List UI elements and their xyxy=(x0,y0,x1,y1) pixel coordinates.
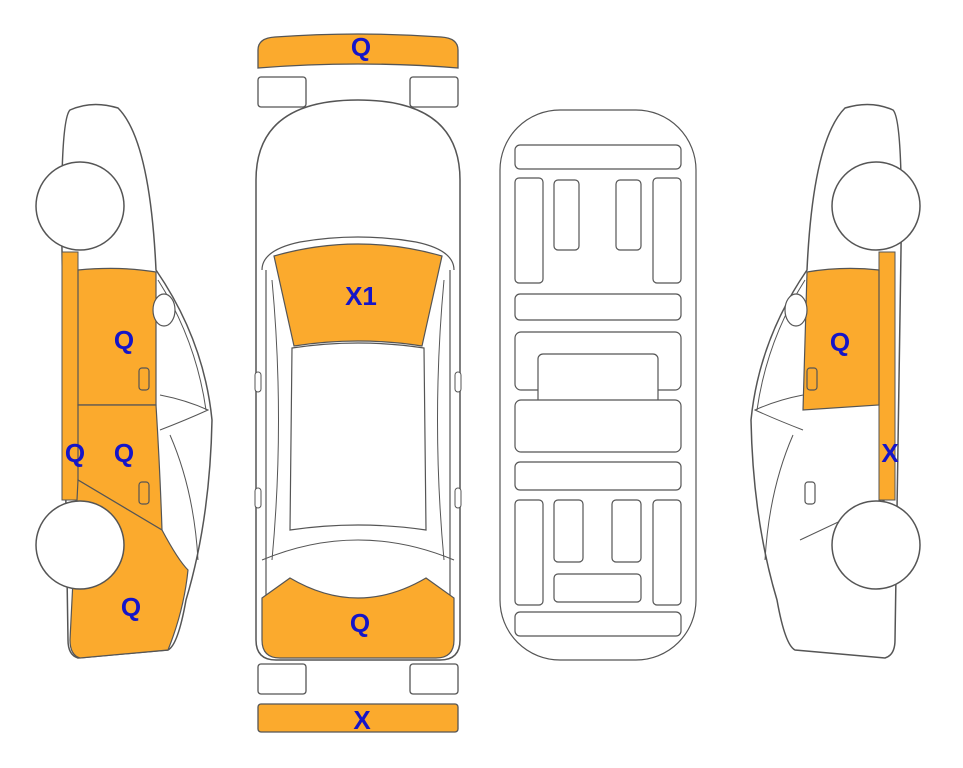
rear-window-code: Q xyxy=(350,608,370,638)
rear-window[interactable] xyxy=(261,577,455,659)
left-side-view xyxy=(35,103,213,659)
left-front-door-code: Q xyxy=(114,325,134,355)
windshield-code: X1 xyxy=(345,281,377,311)
front-view xyxy=(257,33,459,108)
rear-right-taillight[interactable] xyxy=(409,663,459,695)
left-rear-door-code: Q xyxy=(114,438,134,468)
damage-labels: Q X1 Q X Q Q Q Q Q X xyxy=(65,32,899,735)
windshield[interactable] xyxy=(273,243,443,347)
right-rear-wheel[interactable] xyxy=(831,500,921,590)
right-front-wheel[interactable] xyxy=(831,161,921,251)
left-front-door[interactable] xyxy=(77,267,157,406)
right-rocker-panel[interactable] xyxy=(878,251,896,501)
front-bumper[interactable] xyxy=(257,33,459,69)
right-rear-door-code: Q xyxy=(830,327,850,357)
rear-bumper-code: X xyxy=(353,705,371,735)
rear-left-taillight[interactable] xyxy=(257,663,307,695)
roof[interactable] xyxy=(289,342,427,531)
left-rear-quarter-code: Q xyxy=(121,592,141,622)
underbody-view xyxy=(499,109,697,661)
rear-bumper[interactable] xyxy=(257,703,459,733)
front-left-headlight[interactable] xyxy=(257,76,307,108)
right-rear-door[interactable] xyxy=(802,267,880,411)
right-rocker-code: X xyxy=(881,438,899,468)
top-view xyxy=(254,99,462,661)
right-side-view xyxy=(750,103,921,659)
left-rocker-code: Q xyxy=(65,438,85,468)
front-right-headlight[interactable] xyxy=(409,76,459,108)
front-bumper-code: Q xyxy=(351,32,371,62)
left-front-wheel[interactable] xyxy=(35,161,125,251)
left-rear-wheel[interactable] xyxy=(35,500,125,590)
rear-view xyxy=(257,663,459,733)
